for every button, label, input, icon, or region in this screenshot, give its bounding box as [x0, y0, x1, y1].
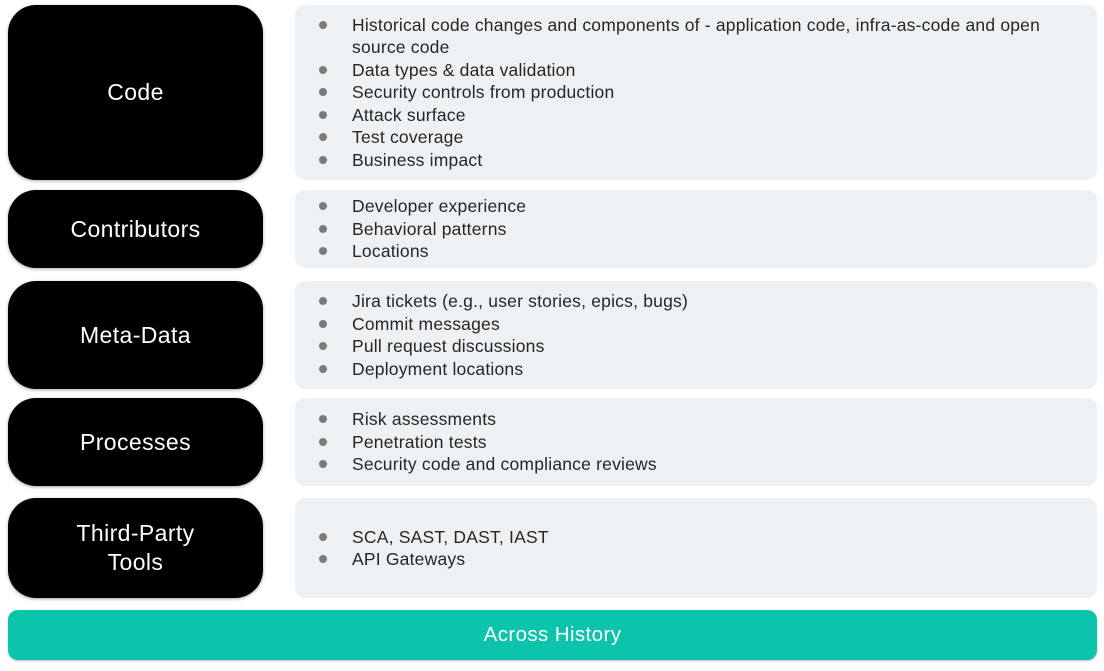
bullet-item: Security code and compliance reviews: [319, 453, 1077, 476]
bullet-list-code: Historical code changes and components o…: [295, 0, 1097, 185]
bullet-item: Test coverage: [319, 126, 1077, 149]
bullet-item: Commit messages: [319, 313, 1077, 336]
bullet-item: Locations: [319, 240, 1077, 263]
category-box-contributors: Contributors: [8, 190, 263, 268]
bullet-list-third-party-tools: SCA, SAST, DAST, IAST API Gateways: [295, 512, 1097, 585]
category-label-processes: Processes: [80, 428, 191, 455]
row-meta-data: Meta-Data Jira tickets (e.g., user stori…: [8, 281, 1097, 389]
bullet-item: Penetration tests: [319, 431, 1077, 454]
bullet-item: Historical code changes and components o…: [319, 14, 1077, 59]
category-label-meta-data: Meta-Data: [80, 321, 191, 348]
bullet-item: Behavioral patterns: [319, 218, 1077, 241]
category-box-meta-data: Meta-Data: [8, 281, 263, 389]
bullet-item: Deployment locations: [319, 358, 1077, 381]
category-label-code: Code: [107, 79, 164, 106]
across-history-label: Across History: [483, 623, 622, 646]
row-contributors: Contributors Developer experience Behavi…: [8, 190, 1097, 268]
diagram-canvas: Code Historical code changes and compone…: [0, 5, 1104, 671]
category-box-third-party-tools: Third-Party Tools: [8, 498, 263, 598]
bullet-item: Pull request discussions: [319, 335, 1077, 358]
bullet-item: Attack surface: [319, 104, 1077, 127]
across-history-bar: Across History: [8, 610, 1097, 660]
row-code: Code Historical code changes and compone…: [8, 5, 1097, 180]
bullet-item: SCA, SAST, DAST, IAST: [319, 526, 1077, 549]
bullet-item: API Gateways: [319, 548, 1077, 571]
detail-panel-meta-data: Jira tickets (e.g., user stories, epics,…: [295, 281, 1097, 389]
bullet-list-meta-data: Jira tickets (e.g., user stories, epics,…: [295, 276, 1097, 394]
row-third-party-tools: Third-Party Tools SCA, SAST, DAST, IAST …: [8, 498, 1097, 598]
category-box-code: Code: [8, 5, 263, 180]
bullet-item: Developer experience: [319, 195, 1077, 218]
category-box-processes: Processes: [8, 398, 263, 486]
detail-panel-third-party-tools: SCA, SAST, DAST, IAST API Gateways: [295, 498, 1097, 598]
row-processes: Processes Risk assessments Penetration t…: [8, 398, 1097, 486]
bullet-list-processes: Risk assessments Penetration tests Secur…: [295, 394, 1097, 490]
category-label-contributors: Contributors: [70, 215, 201, 242]
detail-panel-processes: Risk assessments Penetration tests Secur…: [295, 398, 1097, 486]
detail-panel-code: Historical code changes and components o…: [295, 5, 1097, 180]
bullet-item: Risk assessments: [319, 408, 1077, 431]
bullet-item: Jira tickets (e.g., user stories, epics,…: [319, 290, 1077, 313]
detail-panel-contributors: Developer experience Behavioral patterns…: [295, 190, 1097, 268]
bullet-item: Security controls from production: [319, 81, 1077, 104]
bullet-list-contributors: Developer experience Behavioral patterns…: [295, 181, 1097, 277]
bullet-item: Business impact: [319, 149, 1077, 172]
category-label-third-party-tools: Third-Party Tools: [76, 520, 195, 575]
bullet-item: Data types & data validation: [319, 59, 1077, 82]
